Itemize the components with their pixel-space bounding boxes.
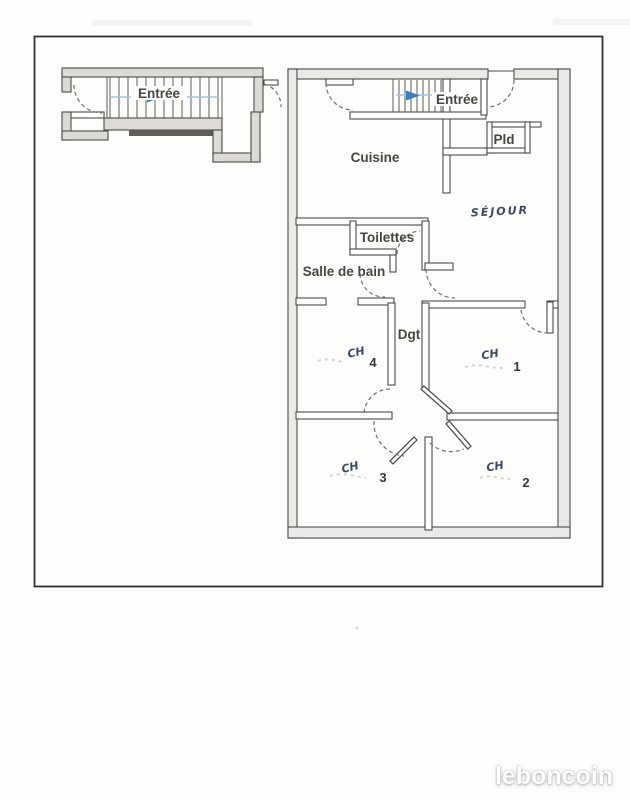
wall	[349, 248, 397, 256]
wall	[287, 68, 489, 80]
scan-speck	[355, 626, 359, 630]
stairwell-detail: Entrée	[61, 67, 282, 163]
bedroom1-ch-label: CH	[480, 347, 499, 363]
door-swing-arcs	[325, 79, 548, 457]
scribble	[479, 475, 511, 480]
sejour-handwritten-label: SÉJOUR	[471, 203, 530, 219]
door-jamb	[263, 79, 279, 86]
scan-smudge	[92, 20, 252, 26]
wall	[295, 411, 393, 420]
wall	[253, 76, 264, 113]
toilet-door-arc	[396, 230, 421, 255]
bedroom3-number: 3	[379, 470, 386, 485]
bedroom4-ch-label: CH	[346, 344, 366, 360]
door-swing-arc	[73, 84, 103, 114]
wall	[480, 78, 488, 116]
salle-de-bain-label: Salle de bain	[303, 264, 386, 279]
door-leaf	[446, 421, 471, 449]
wall	[424, 436, 433, 531]
bedroom2-number: 2	[522, 475, 529, 490]
leboncoin-watermark: leboncoin	[494, 762, 613, 790]
wall	[389, 254, 397, 273]
wall	[442, 78, 451, 194]
bedroom1-number: 1	[513, 359, 520, 374]
pld-label: Pld	[493, 132, 514, 147]
wall	[61, 76, 72, 93]
wall	[103, 117, 223, 131]
bedroom4-number: 4	[369, 355, 377, 370]
diagonal-wall	[421, 386, 452, 414]
wall	[421, 300, 526, 309]
wall	[557, 68, 571, 539]
bedroom2-door-arc	[429, 442, 465, 453]
wall	[61, 67, 264, 78]
bedroom2-ch-label: CH	[485, 459, 504, 475]
apartment-plan: Entrée Cuisine Pld SÉJOUR Toilettes Sall…	[287, 68, 571, 539]
dgt-label: Dgt	[398, 327, 421, 342]
closet-wall	[486, 121, 542, 128]
bedroom1-door-arc	[520, 309, 548, 334]
stairwell-entree-label: Entrée	[138, 86, 181, 101]
door-leaf	[546, 301, 554, 334]
bathroom-door-arc	[359, 273, 386, 298]
label-backdrop	[131, 86, 187, 100]
wall	[421, 302, 430, 391]
hallway-junction-walls	[389, 385, 472, 465]
door-leaf	[390, 437, 417, 464]
label-backdrop	[432, 92, 480, 106]
cuisine-label: Cuisine	[351, 150, 400, 165]
pencil-scribbles	[317, 358, 511, 480]
bedroom4-door-arc	[363, 388, 391, 414]
room-labels: Entrée Cuisine Pld SÉJOUR Toilettes Sall…	[303, 92, 530, 342]
wall	[424, 262, 454, 271]
bedroom3-door-arc	[373, 420, 405, 457]
bedroom3-ch-label: CH	[340, 459, 360, 476]
wall	[357, 297, 395, 306]
wall	[446, 412, 559, 421]
wall	[295, 217, 429, 226]
entree-label: Entrée	[436, 92, 479, 107]
wall-shadow	[129, 130, 214, 136]
stair-direction-arrow-icon	[406, 90, 420, 101]
closet-wall	[486, 147, 531, 154]
wall	[295, 297, 327, 306]
door-leaf	[325, 78, 354, 86]
toilettes-label: Toilettes	[360, 230, 415, 245]
hallway-door-arc	[425, 268, 456, 299]
scan-smudge	[553, 19, 630, 25]
door-swing-arc	[263, 83, 282, 108]
wall	[250, 111, 261, 163]
wall	[387, 302, 396, 386]
front-door-arc	[486, 79, 515, 108]
closet-wall	[524, 121, 531, 154]
wall	[349, 111, 487, 120]
wall	[442, 147, 488, 156]
bedroom-labels: CH 4 CH 1 CH 3 CH 2	[340, 344, 529, 490]
wall	[61, 130, 109, 141]
scribble	[317, 358, 345, 363]
cuisine-door-arc	[325, 82, 354, 111]
door-jamb	[70, 111, 105, 119]
